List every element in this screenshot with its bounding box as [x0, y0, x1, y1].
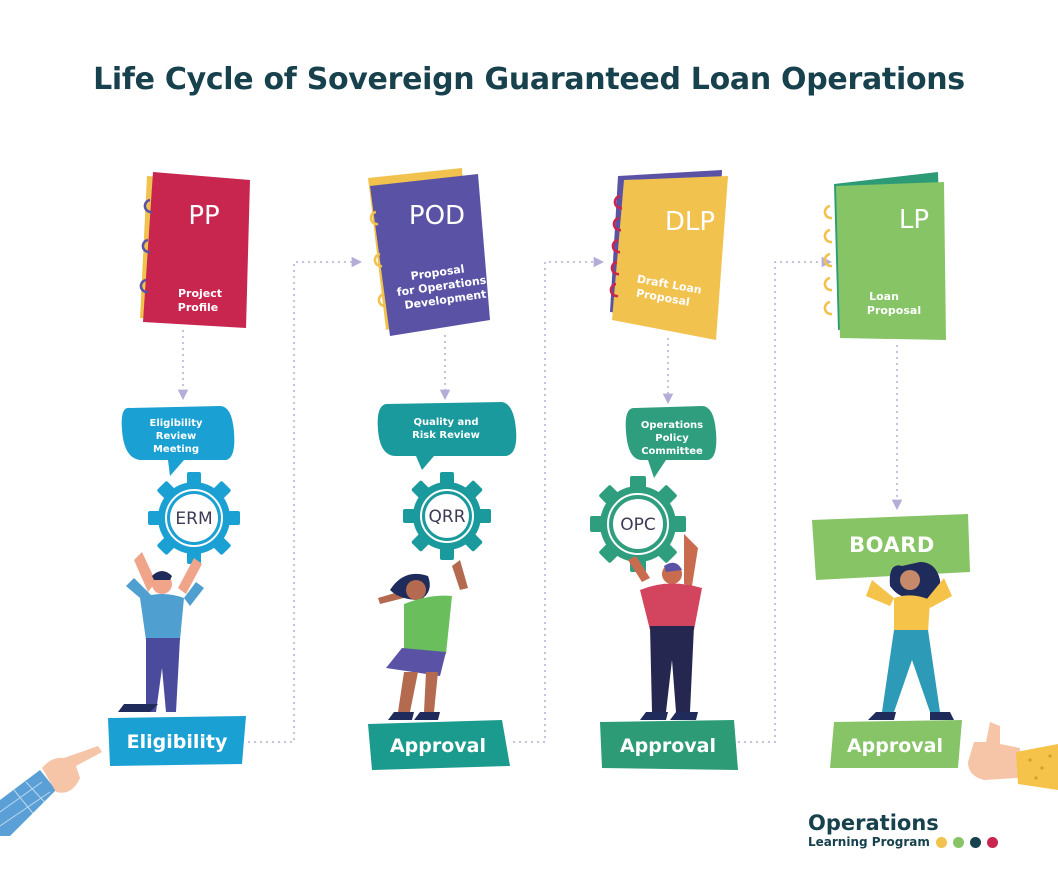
stage-label-text: Eligibility [127, 731, 228, 753]
bubble-line: Quality and [413, 417, 478, 428]
stage-label-approval-board: Approval [830, 720, 962, 768]
brand-subtitle: Learning Program [808, 835, 930, 849]
diagram-title: Life Cycle of Sovereign Guaranteed Loan … [93, 62, 965, 97]
ring-binding-icon [823, 204, 833, 316]
book-name-lp-line1: Loan [869, 290, 899, 303]
book-lp: LP Loan Proposal [823, 172, 946, 340]
connector-stage2-to-dlp [513, 256, 605, 743]
gear-qrr: QRR [403, 472, 491, 560]
book-pod: POD Proposal for Operations Development [368, 168, 490, 336]
person-qrr-icon [378, 560, 468, 720]
brand-logo: Operations Learning Program [808, 812, 998, 850]
bubble-line: Policy [655, 433, 689, 444]
brand-dot [935, 836, 947, 848]
bubble-line: Review [156, 431, 196, 442]
book-dlp: DLP Draft Loan Proposal [609, 170, 728, 340]
thumbs-up-icon [968, 722, 1058, 790]
book-code-dlp: DLP [665, 207, 715, 237]
book-pp: PP Project Profile [139, 172, 250, 328]
bubble-line: Meeting [153, 444, 199, 455]
book-name-pp-line2: Profile [178, 301, 218, 314]
stage-label-eligibility: Eligibility [108, 716, 246, 766]
review-bubble-erm: Eligibility Review Meeting [121, 406, 235, 476]
gear-label-opc: OPC [620, 515, 656, 535]
bubble-line: Eligibility [149, 418, 202, 429]
bubble-line: Operations [641, 420, 703, 431]
gear-label-qrr: QRR [428, 507, 465, 527]
book-code-pp: PP [188, 201, 219, 231]
gear-opc: OPC [590, 476, 686, 572]
board-sign: BOARD [812, 514, 970, 580]
board-label: BOARD [849, 533, 935, 557]
ring-binding-icon [609, 194, 623, 298]
stage-label-text: Approval [847, 735, 943, 757]
person-opc-icon [628, 534, 702, 720]
review-bubble-opc: Operations Policy Committee [625, 406, 717, 478]
gear-erm: ERM [148, 472, 240, 564]
pointing-hand-icon [0, 746, 102, 836]
brand-name: Operations [808, 811, 939, 835]
connector-stage1-to-pod [248, 256, 363, 743]
book-name-lp-line2: Proposal [867, 304, 921, 317]
book-name-pp-line1: Project [178, 287, 222, 300]
person-erm-icon [118, 552, 204, 712]
stage-label-text: Approval [620, 735, 716, 757]
stage-label-text: Approval [390, 735, 486, 757]
brand-subtitle-row: Learning Program [808, 834, 998, 850]
book-code-pod: POD [409, 201, 465, 231]
gear-label-erm: ERM [175, 509, 212, 529]
connector-stage3-to-lp [738, 256, 833, 743]
flow-connectors [177, 256, 903, 743]
ring-binding-icon [369, 210, 387, 308]
brand-dot [952, 836, 964, 848]
person-board-icon [866, 562, 954, 720]
brand-dot [969, 836, 981, 848]
review-bubble-qrr: Quality and Risk Review [377, 402, 517, 470]
stage-label-approval-opc: Approval [600, 720, 738, 770]
bubble-line: Risk Review [412, 430, 480, 441]
ring-binding-icon [139, 198, 153, 294]
stage-label-approval-qrr: Approval [368, 720, 510, 770]
bubble-line: Committee [641, 446, 703, 457]
brand-dot [986, 836, 998, 848]
book-code-lp: LP [899, 205, 929, 235]
